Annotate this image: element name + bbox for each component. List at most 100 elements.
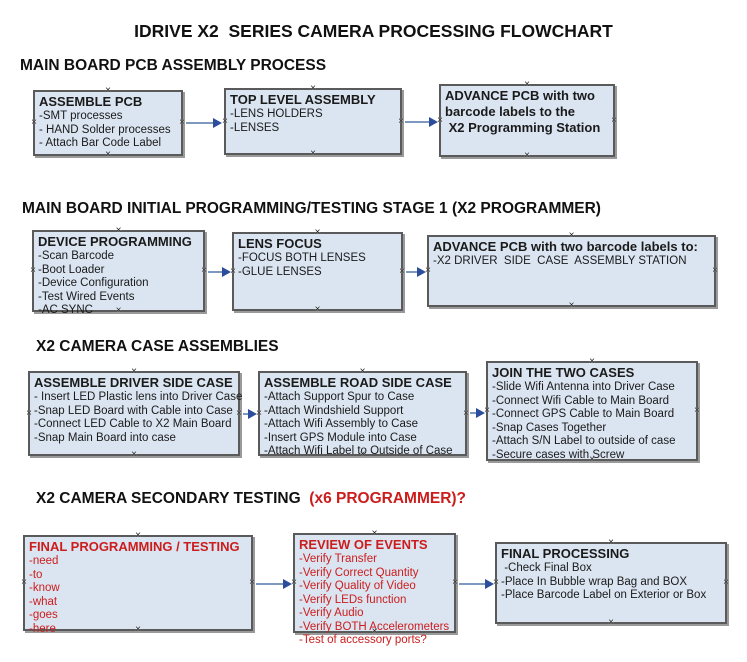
section-heading-text: X2 CAMERA CASE ASSEMBLIES — [36, 338, 279, 355]
box-item: -Insert GPS Module into Case — [264, 431, 417, 444]
box-item: -Attach S/N Label to outside of case — [492, 435, 676, 447]
box-title: LENS FOCUS — [238, 236, 322, 251]
box-item: -what — [29, 595, 58, 608]
box-item: -Snap Main Board into case — [34, 431, 176, 444]
flowchart-box[interactable]: DEVICE PROGRAMMING -Scan Barcode -Boot L… — [30, 226, 207, 317]
arrow-head-icon — [222, 267, 231, 277]
box-item-list: barcode labels to the X2 Programming Sta… — [441, 104, 613, 136]
connection-point-icon: × — [314, 304, 321, 315]
connector-arrow[interactable] — [406, 267, 426, 277]
connector-arrow[interactable] — [405, 117, 438, 127]
arrow-head-icon — [283, 579, 292, 589]
flowchart-box[interactable]: FINAL PROCESSING -Check Final Box -Place… — [493, 538, 729, 628]
flowchart-box[interactable]: ASSEMBLE PCB -SMT processes - HAND Solde… — [31, 86, 185, 160]
connection-point-icon: × — [105, 149, 111, 160]
box-item: -Device Configuration — [38, 277, 149, 289]
connector-arrow[interactable] — [186, 118, 222, 128]
box-item: -Verify Correct Quantity — [299, 566, 419, 579]
connection-point-icon: × — [131, 449, 137, 460]
box-item: -FOCUS BOTH LENSES — [238, 252, 366, 264]
box-item: -Snap Cases Together — [492, 421, 607, 434]
flowchart-box[interactable]: ASSEMBLE DRIVER SIDE CASE - Insert LED P… — [26, 367, 242, 460]
arrow-head-icon — [417, 267, 426, 277]
section-heading: MAIN BOARD PCB ASSEMBLY PROCESS — [20, 57, 326, 75]
box-item: -Scan Barcode — [38, 250, 115, 262]
box-item: - Attach Bar Code Label — [39, 137, 162, 149]
connector-arrow[interactable] — [208, 267, 231, 277]
section-heading: X2 CAMERA CASE ASSEMBLIES — [36, 338, 279, 356]
box-item-list: -LENS HOLDERS -LENSES — [226, 108, 400, 135]
section-heading: MAIN BOARD INITIAL PROGRAMMING/TESTING S… — [22, 200, 601, 218]
flowchart-box[interactable]: JOIN THE TWO CASES -Slide Wifi Antenna i… — [484, 357, 700, 465]
box-title: FINAL PROGRAMMING / TESTING — [29, 539, 240, 554]
flowchart-box[interactable]: LENS FOCUS -FOCUS BOTH LENSES -GLUE LENS… — [230, 228, 405, 315]
flowchart-box[interactable]: TOP LEVEL ASSEMBLY -LENS HOLDERS -LENSES… — [222, 84, 404, 159]
box-item: barcode labels to the — [445, 104, 576, 119]
box-item: -AC SYNC — [38, 304, 93, 316]
arrow-head-icon — [476, 408, 485, 418]
box-item: -Place In Bubble wrap Bag and BOX — [501, 575, 688, 588]
section-heading-text: MAIN BOARD PCB ASSEMBLY PROCESS — [20, 57, 327, 74]
box-title: ASSEMBLE PCB — [39, 94, 143, 109]
box-item: -Connect LED Cable to X2 Main Board — [34, 418, 232, 430]
box-item-list: -X2 DRIVER SIDE CASE ASSEMBLY STATION — [429, 255, 714, 269]
flowchart-box[interactable]: ADVANCE PCB with two barcode labels to: … — [425, 231, 718, 311]
box-title: JOIN THE TWO CASES — [492, 365, 635, 380]
box-item: X2 Programming Station — [445, 120, 601, 135]
connection-point-icon: × — [608, 617, 614, 628]
connection-point-icon: × — [310, 148, 316, 159]
arrow-head-icon — [429, 117, 438, 127]
connector-arrow[interactable] — [243, 409, 257, 419]
box-item: -Check Final Box — [501, 562, 592, 574]
box-item: - HAND Solder processes — [39, 123, 171, 136]
arrow-head-icon — [485, 579, 494, 589]
box-item: -Attach Windshield Support — [264, 404, 404, 417]
arrow-head-icon — [213, 118, 222, 128]
box-title: TOP LEVEL ASSEMBLY — [230, 92, 376, 107]
box-item: -to — [29, 568, 43, 581]
box-item-list: -FOCUS BOTH LENSES -GLUE LENSES — [234, 252, 401, 279]
box-item-list: -Check Final Box -Place In Bubble wrap B… — [497, 562, 725, 603]
flowchart-box[interactable]: ASSEMBLE ROAD SIDE CASE -Attach Support … — [256, 367, 469, 460]
box-item: -Slide Wifi Antenna into Driver Case — [492, 381, 675, 393]
box-item: -Connect Wifi Cable to Main Board — [492, 394, 670, 407]
box-item: -Secure cases with Screw — [492, 448, 625, 461]
connector-arrow[interactable] — [470, 408, 485, 418]
box-item-list: -Verify Transfer -Verify Correct Quantit… — [295, 553, 454, 648]
box-item: -need — [29, 555, 59, 567]
box-item: -Attach Wifi Label to Outside of Case — [264, 445, 453, 457]
box-item: -know — [29, 582, 60, 594]
arrow-head-icon — [248, 409, 257, 419]
box-title: DEVICE PROGRAMMING — [38, 234, 192, 249]
section-heading-red-text: (x6 PROGRAMMER)? — [309, 490, 467, 507]
flowchart-box[interactable]: ADVANCE PCB with two barcode labels to t… — [437, 80, 617, 161]
box-item-list: -SMT processes - HAND Solder processes -… — [35, 110, 181, 151]
section-heading-text: MAIN BOARD INITIAL PROGRAMMING/TESTING S… — [22, 200, 601, 217]
flowchart-box[interactable]: FINAL PROGRAMMING / TESTING -need -to -k… — [21, 531, 255, 635]
box-title: ADVANCE PCB with two barcode labels to: — [433, 239, 698, 254]
box-title: ADVANCE PCB with two — [445, 88, 595, 103]
box-item: -SMT processes — [39, 110, 123, 122]
box-item-list: -Attach Support Spur to Case -Attach Win… — [260, 391, 465, 459]
connection-point-icon: × — [524, 150, 530, 161]
box-item: -Connect GPS Cable to Main Board — [492, 408, 675, 420]
connector-arrow[interactable] — [459, 579, 494, 589]
box-item-list: -need -to -know -what -goes -here — [25, 555, 251, 636]
box-item-list: - Insert LED Plastic lens into Driver Ca… — [30, 391, 242, 445]
box-item: -Verify Audio — [299, 607, 364, 619]
box-item: -goes — [29, 609, 58, 621]
box-item: -Boot Loader — [38, 263, 105, 276]
flowchart-box[interactable]: REVIEW OF EVENTS -Verify Transfer -Verif… — [291, 529, 458, 647]
section-heading: X2 CAMERA SECONDARY TESTING (x6 PROGRAMM… — [36, 490, 466, 508]
box-item-list: -Slide Wifi Antenna into Driver Case -Co… — [488, 381, 696, 462]
box-title: ASSEMBLE ROAD SIDE CASE — [264, 375, 452, 390]
connector-arrow[interactable] — [256, 579, 292, 589]
box-item: -Verify BOTH Accelerometers — [299, 620, 450, 633]
box-title: ASSEMBLE DRIVER SIDE CASE — [34, 375, 233, 390]
box-title: FINAL PROCESSING — [501, 546, 630, 561]
box-item: -LENS HOLDERS — [230, 108, 323, 120]
box-item: -LENSES — [230, 121, 280, 134]
section-heading-text: X2 CAMERA SECONDARY TESTING — [36, 490, 310, 507]
box-item: -Verify LEDs function — [299, 593, 407, 606]
